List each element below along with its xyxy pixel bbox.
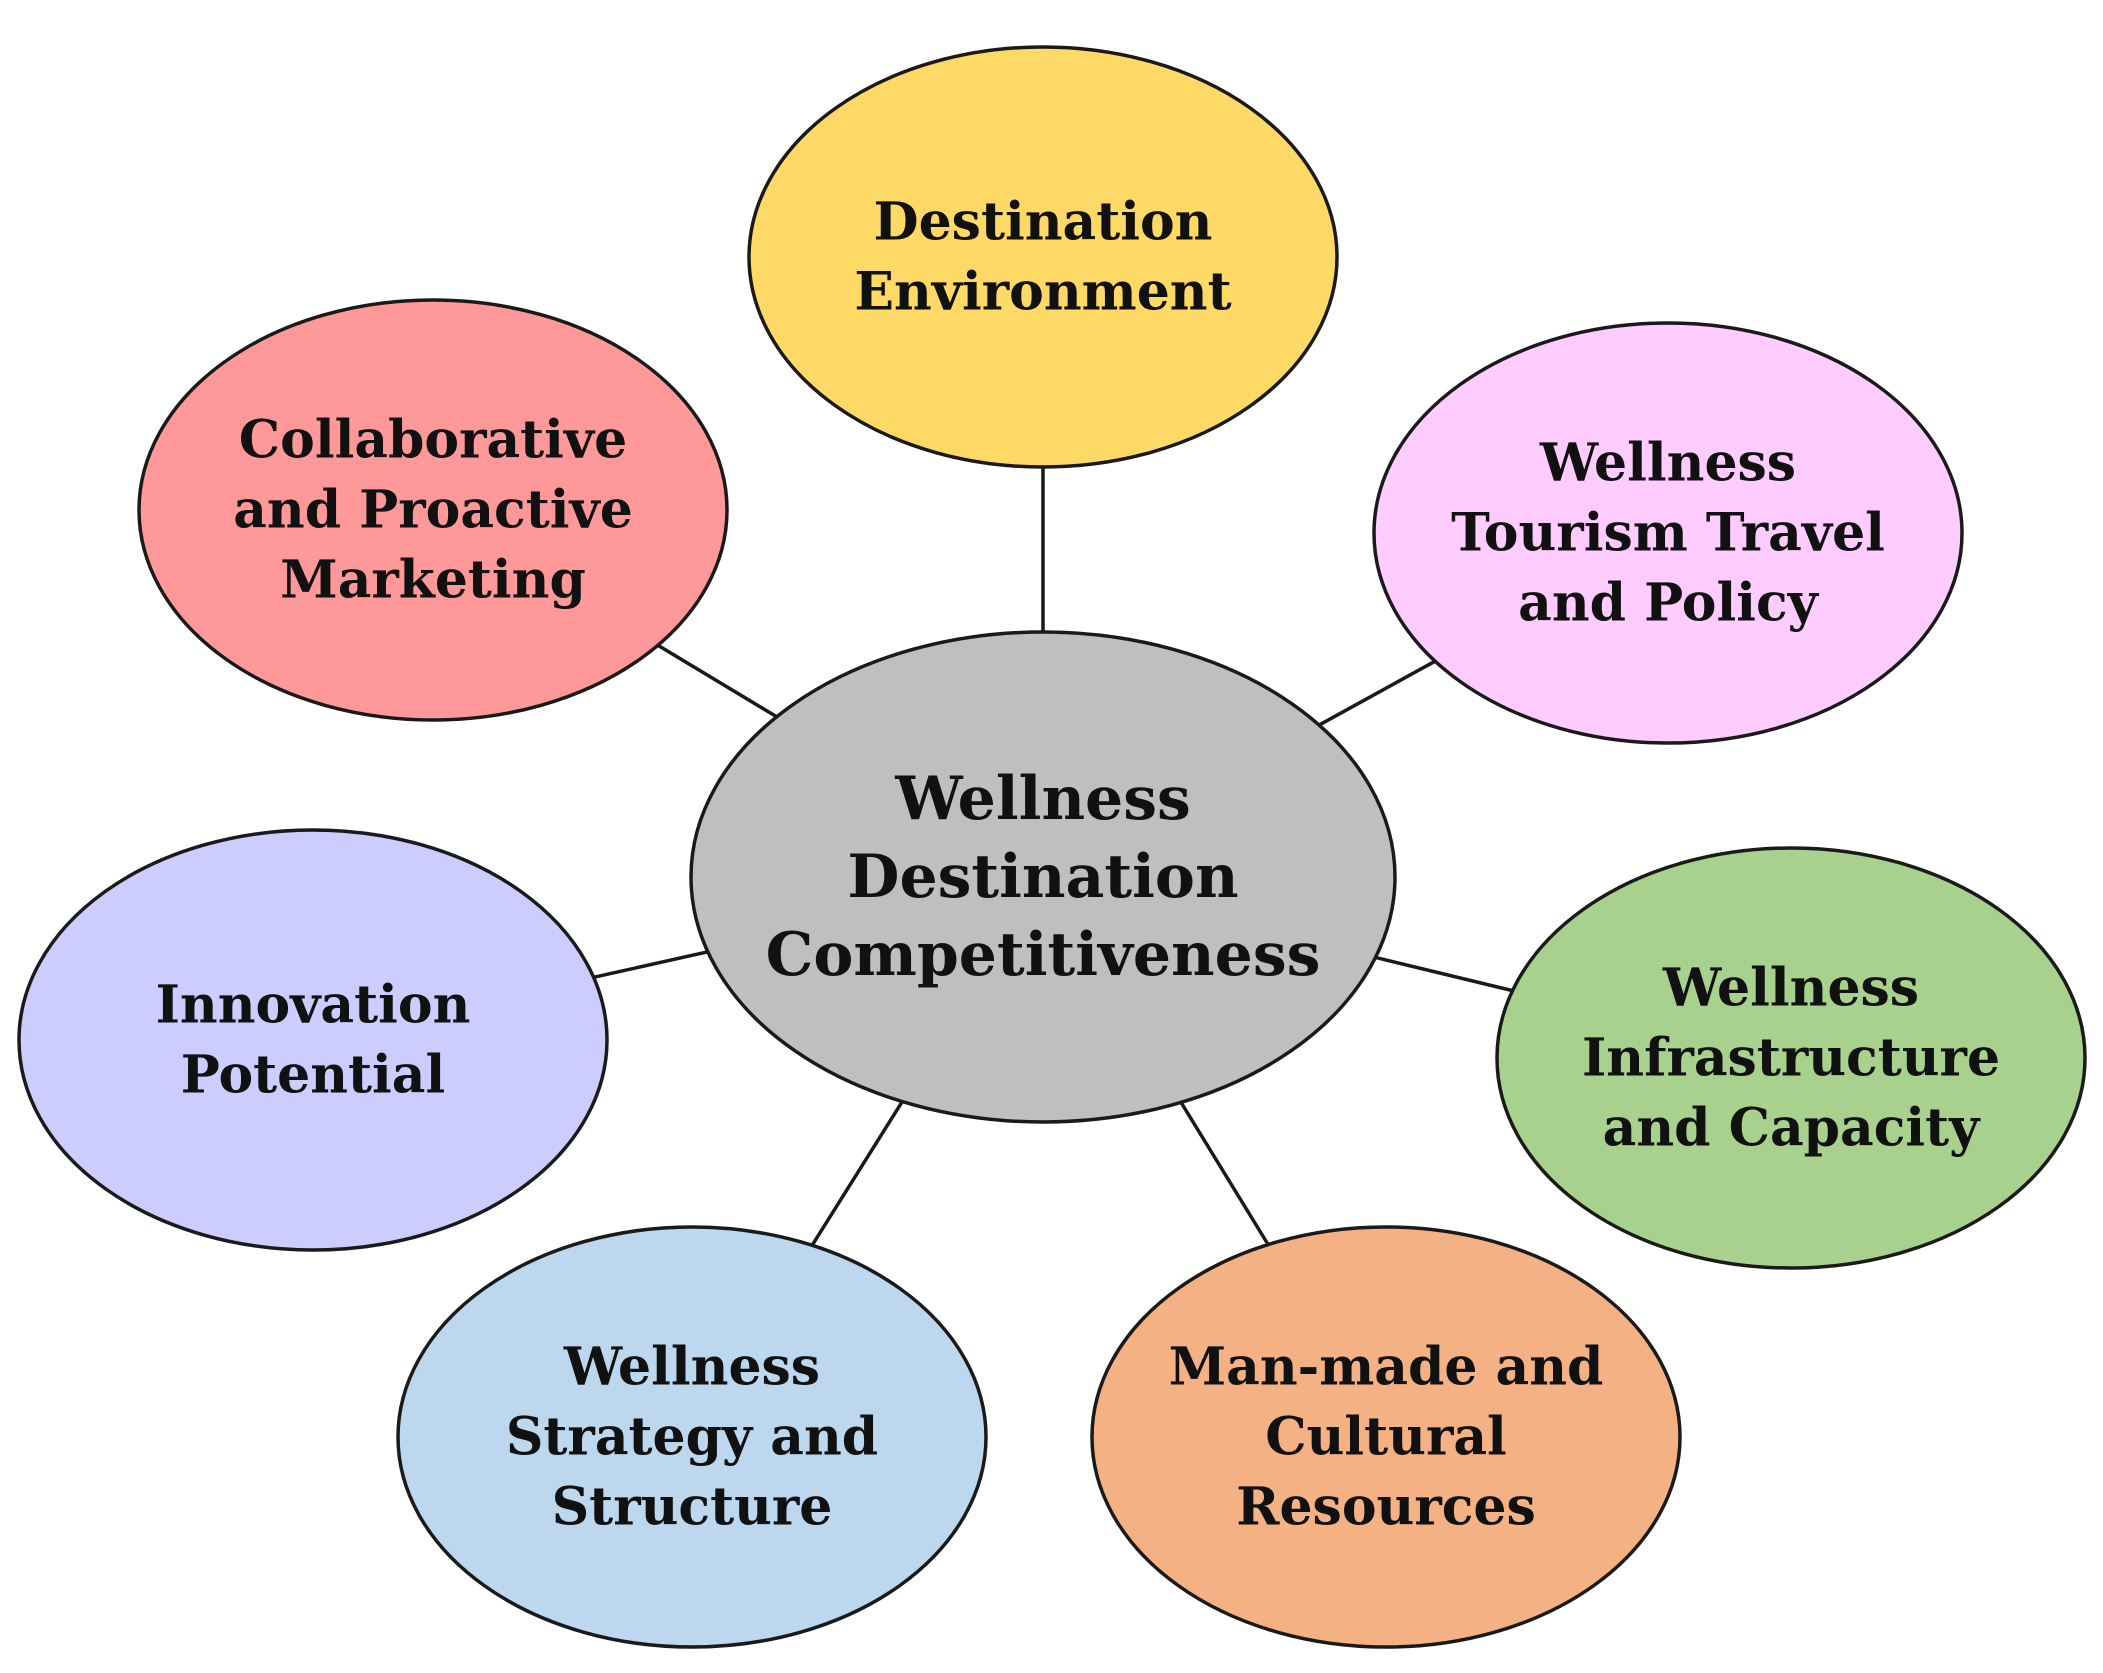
center-label-line-3: Competitiveness [766, 920, 1321, 990]
node-label-wellness-infrastructure-capacity-line-2: Infrastructure [1582, 1028, 2000, 1089]
node-label-wellness-tourism-travel-policy-line-3: and Policy [1518, 573, 1820, 634]
connector-wellness-infrastructure-capacity [1375, 955, 1513, 993]
node-label-innovation-potential-line-2: Potential [181, 1045, 446, 1106]
node-label-man-made-cultural-resources-line-1: Man-made and [1169, 1337, 1604, 1398]
node-ellipse-destination-environment [747, 45, 1339, 469]
node-label-wellness-tourism-travel-policy-line-1: Wellness [1539, 433, 1796, 494]
node-ellipse-wellness-infrastructure-capacity [1495, 846, 2087, 1270]
node-label-wellness-tourism-travel-policy-line-2: Tourism Travel [1451, 503, 1885, 564]
node-label-wellness-infrastructure-capacity-line-1: Wellness [1662, 958, 1919, 1019]
node-label-man-made-cultural-resources-line-2: Cultural [1265, 1407, 1507, 1468]
connector-innovation-potential [593, 950, 709, 980]
node-label-wellness-strategy-structure-line-2: Strategy and [506, 1407, 878, 1468]
node-ellipse-man-made-cultural-resources [1090, 1225, 1682, 1649]
node-label-wellness-infrastructure-capacity-line-3: and Capacity [1603, 1098, 1982, 1159]
node-label-innovation-potential-line-1: Innovation [156, 975, 471, 1036]
connectors [593, 467, 1513, 1247]
connector-wellness-strategy-structure [810, 1100, 904, 1247]
node-ellipse-wellness-strategy-structure [396, 1225, 988, 1649]
node-label-collaborative-proactive-marketing-line-3: Marketing [280, 550, 586, 611]
node-label-destination-environment-line-2: Environment [854, 262, 1231, 323]
node-ellipse-innovation-potential [17, 828, 609, 1252]
node-ellipse-wellness-tourism-travel-policy [1372, 321, 1964, 745]
node-ellipse-collaborative-proactive-marketing [137, 298, 729, 722]
node-label-wellness-strategy-structure-line-1: Wellness [563, 1337, 820, 1398]
node-label-collaborative-proactive-marketing-line-2: and Proactive [233, 480, 633, 541]
node-label-destination-environment-line-1: Destination [874, 192, 1213, 253]
node-label-man-made-cultural-resources-line-3: Resources [1236, 1477, 1535, 1538]
connector-collaborative-proactive-marketing [656, 643, 778, 719]
connector-man-made-cultural-resources [1179, 1101, 1270, 1246]
node-label-wellness-strategy-structure-line-3: Structure [552, 1477, 833, 1538]
center-label-line-1: Wellness [894, 764, 1191, 834]
center-label-line-2: Destination [847, 842, 1238, 912]
node-label-collaborative-proactive-marketing-line-1: Collaborative [239, 410, 627, 471]
connector-wellness-tourism-travel-policy [1318, 659, 1436, 727]
center-ellipse [689, 630, 1397, 1124]
